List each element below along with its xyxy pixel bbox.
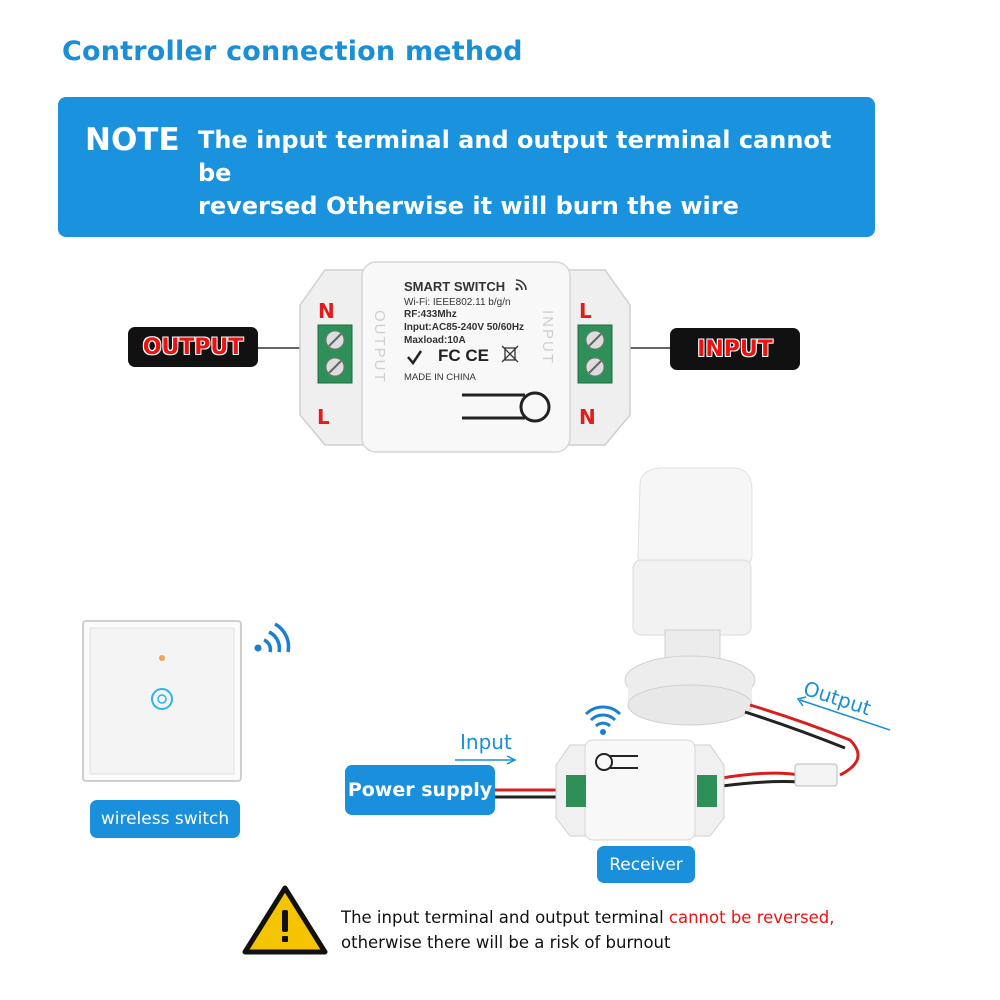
module-face — [361, 261, 571, 453]
terminal-right-top: L — [579, 299, 592, 323]
note-text: The input terminal and output terminal c… — [198, 124, 858, 223]
wifi-icon — [254, 622, 291, 653]
terminal-left-top: N — [318, 299, 335, 323]
wire-connector — [794, 763, 838, 787]
warning-icon — [242, 885, 328, 955]
module-rf-spec: RF:433Mhz — [404, 309, 457, 320]
warning-line-2: otherwise there will be a risk of burnou… — [341, 933, 671, 952]
terminal-left-bottom: L — [317, 405, 330, 429]
panel-indicator — [159, 655, 165, 661]
note-line-1: The input terminal and output terminal c… — [198, 126, 832, 187]
output-wire-red — [721, 771, 801, 780]
page-title: Controller connection method — [62, 36, 523, 67]
rohs-check-icon — [407, 350, 423, 366]
bulb — [624, 467, 756, 726]
note-banner — [58, 97, 875, 237]
module-made-in: MADE IN CHINA — [404, 372, 476, 383]
weee-bin-icon — [501, 345, 519, 363]
output-tag: OUTPUT — [128, 327, 258, 367]
panel-touch-button — [151, 688, 173, 710]
warning-line-1-start: The input terminal and output terminal — [341, 908, 669, 927]
input-direction-label: Input — [460, 730, 512, 754]
receiver-label: Receiver — [597, 846, 695, 883]
module-maxload-spec: Maxload:10A — [404, 335, 466, 346]
receiver-wifi-icon — [584, 705, 622, 735]
receiver-module — [555, 739, 725, 841]
module-title: SMART SWITCH — [404, 279, 506, 294]
terminal-right-bottom: N — [579, 405, 596, 429]
input-tag: INPUT — [670, 328, 800, 370]
wireless-switch-label: wireless switch — [90, 800, 240, 838]
wireless-switch-panel — [82, 620, 242, 782]
note-label: NOTE — [85, 122, 180, 158]
module-wifi-spec: Wi-Fi: IEEE802.11 b/g/n — [404, 297, 511, 308]
output-arrow — [799, 699, 891, 731]
power-supply-label: Power supply — [345, 765, 495, 815]
module-wifi-icon — [515, 279, 527, 291]
module-input-spec: Input:AC85-240V 50/60Hz — [404, 322, 525, 333]
pair-button — [519, 391, 551, 423]
warning-line-1-red: cannot be reversed, — [668, 908, 835, 927]
warning-line-1: The input terminal and output terminal c… — [341, 905, 834, 930]
module-certs: FC CE — [438, 346, 489, 365]
note-line-2: reversed Otherwise it will burn the wire — [198, 192, 739, 220]
warning-text: The input terminal and output terminal c… — [341, 905, 834, 955]
